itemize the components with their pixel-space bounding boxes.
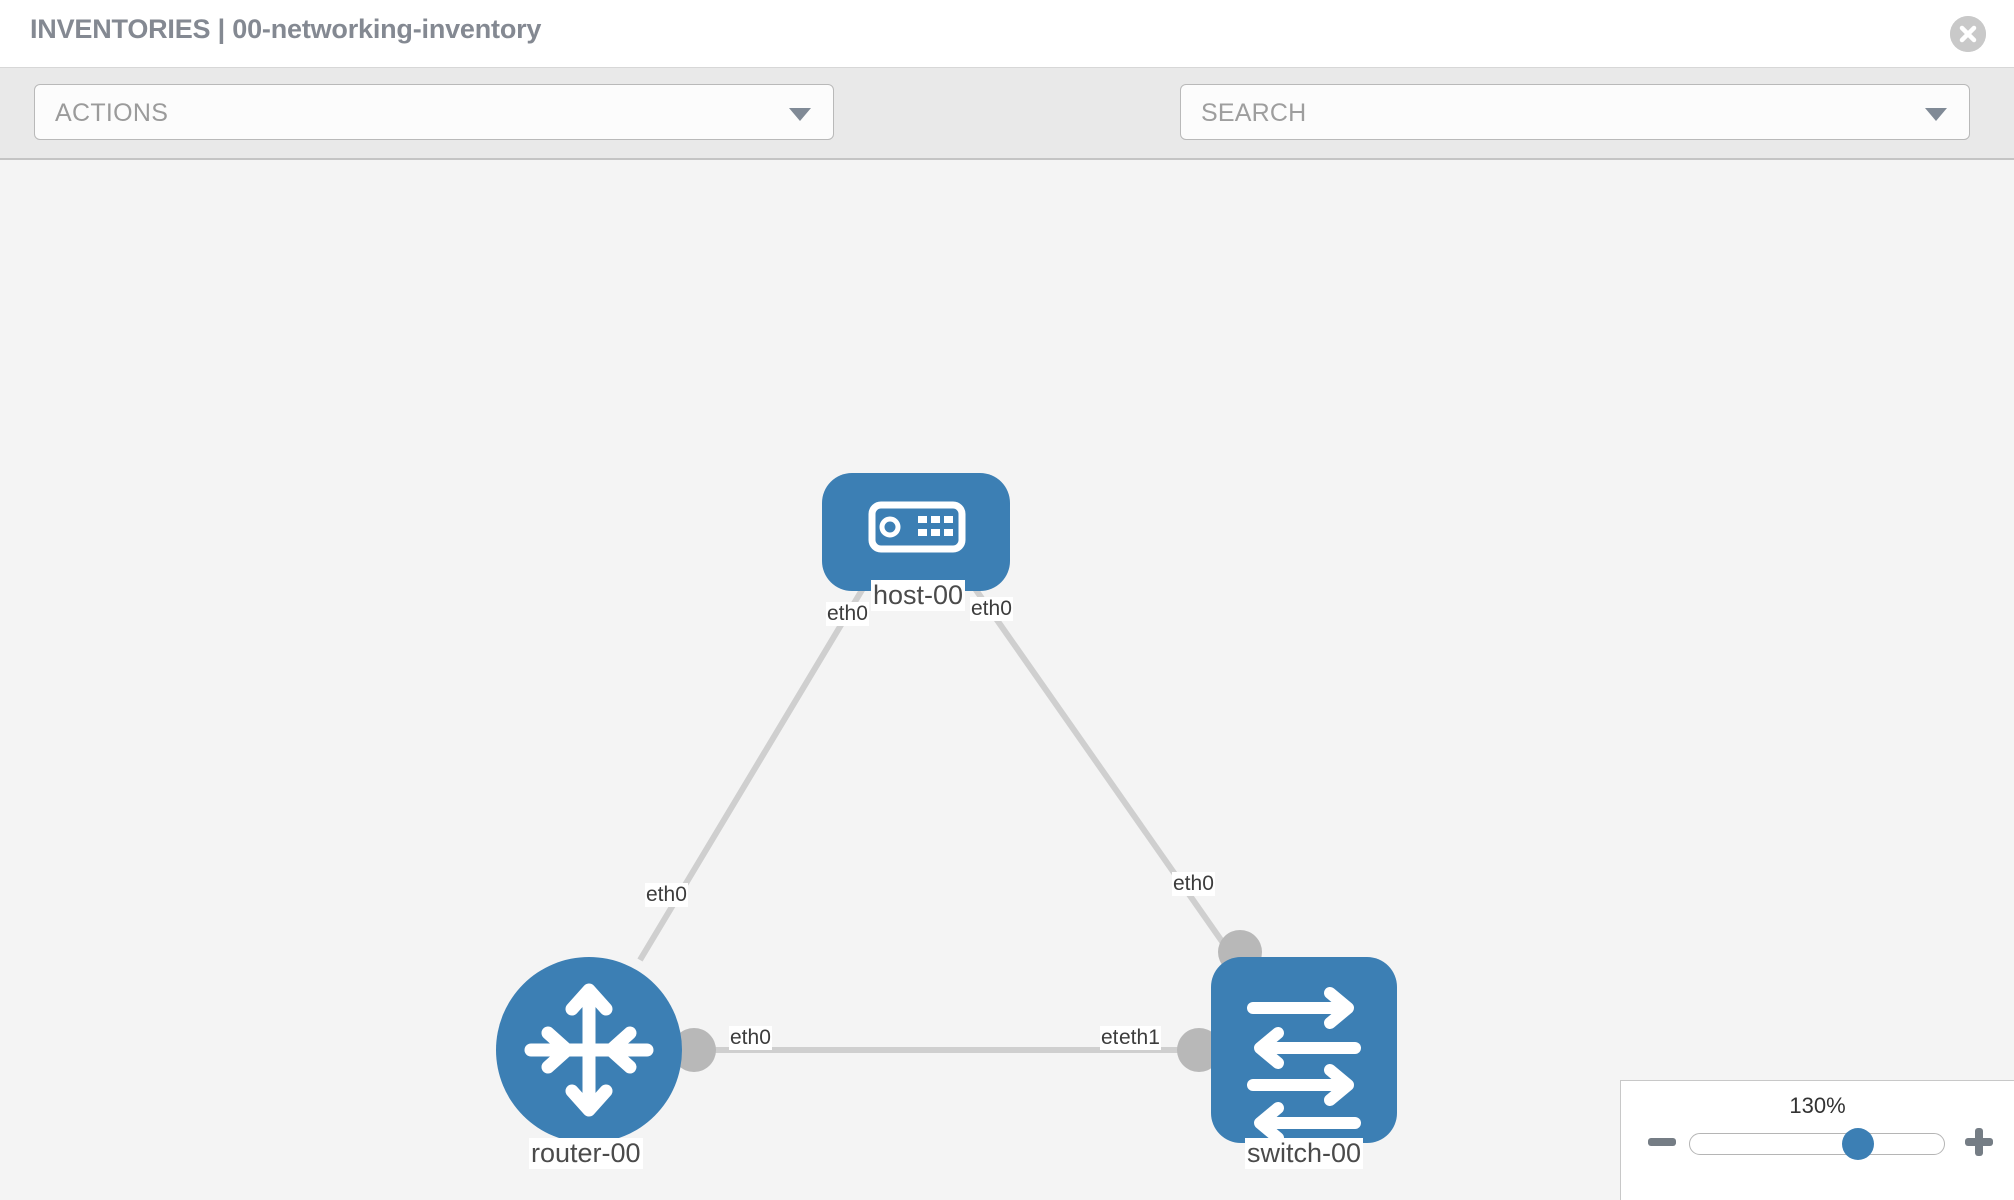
plus-icon[interactable] bbox=[1962, 1125, 1996, 1159]
zoom-level-label: 130% bbox=[1789, 1093, 1846, 1118]
search-input[interactable]: SEARCH bbox=[1180, 84, 1970, 140]
zoom-slider[interactable] bbox=[1689, 1128, 1945, 1160]
chevron-down-icon bbox=[789, 108, 811, 121]
actions-dropdown-label: ACTIONS bbox=[55, 99, 169, 127]
search-placeholder: SEARCH bbox=[1201, 99, 1307, 127]
zoom-slider-thumb[interactable] bbox=[1842, 1128, 1875, 1160]
interface-label[interactable]: eth0 bbox=[1172, 872, 1215, 896]
node-label-host-00[interactable]: host-00 bbox=[871, 580, 966, 611]
minus-icon[interactable] bbox=[1645, 1125, 1679, 1159]
interface-label[interactable]: eth0 bbox=[826, 602, 869, 626]
topology-node-switch-00 bbox=[1211, 957, 1397, 1144]
node-label-switch-00[interactable]: switch-00 bbox=[1245, 1138, 1364, 1169]
interface-label[interactable]: eth1 bbox=[1118, 1026, 1161, 1050]
zoom-control-panel: 130% bbox=[1620, 1080, 2014, 1200]
page-title: INVENTORIES | 00-networking-inventory bbox=[30, 14, 542, 44]
page-header: INVENTORIES | 00-networking-inventory bbox=[0, 0, 2014, 68]
chevron-down-icon[interactable] bbox=[1925, 108, 1947, 121]
server-icon bbox=[868, 501, 966, 553]
topology-node-host-00 bbox=[822, 473, 1010, 591]
actions-dropdown[interactable]: ACTIONS bbox=[34, 84, 834, 140]
port-nub bbox=[672, 1028, 716, 1072]
node-label-router-00[interactable]: router-00 bbox=[529, 1138, 643, 1169]
interface-label[interactable]: eth0 bbox=[729, 1026, 772, 1050]
toolbar: ACTIONS bbox=[0, 68, 2014, 193]
switch-arrows-icon bbox=[1247, 987, 1361, 1144]
router-arrows-icon bbox=[524, 983, 654, 1117]
port-nub bbox=[1177, 1028, 1221, 1072]
close-icon[interactable] bbox=[1950, 16, 1986, 52]
interface-label[interactable]: eth0 bbox=[645, 883, 688, 907]
topology-graph bbox=[496, 473, 1397, 1144]
topology-node-router-00 bbox=[496, 957, 682, 1143]
topology-canvas[interactable]: eth0 eth0 eth0 eth0 eth0 eth0 eth1 host-… bbox=[0, 160, 2014, 1200]
interface-label[interactable]: eth0 bbox=[970, 597, 1013, 621]
